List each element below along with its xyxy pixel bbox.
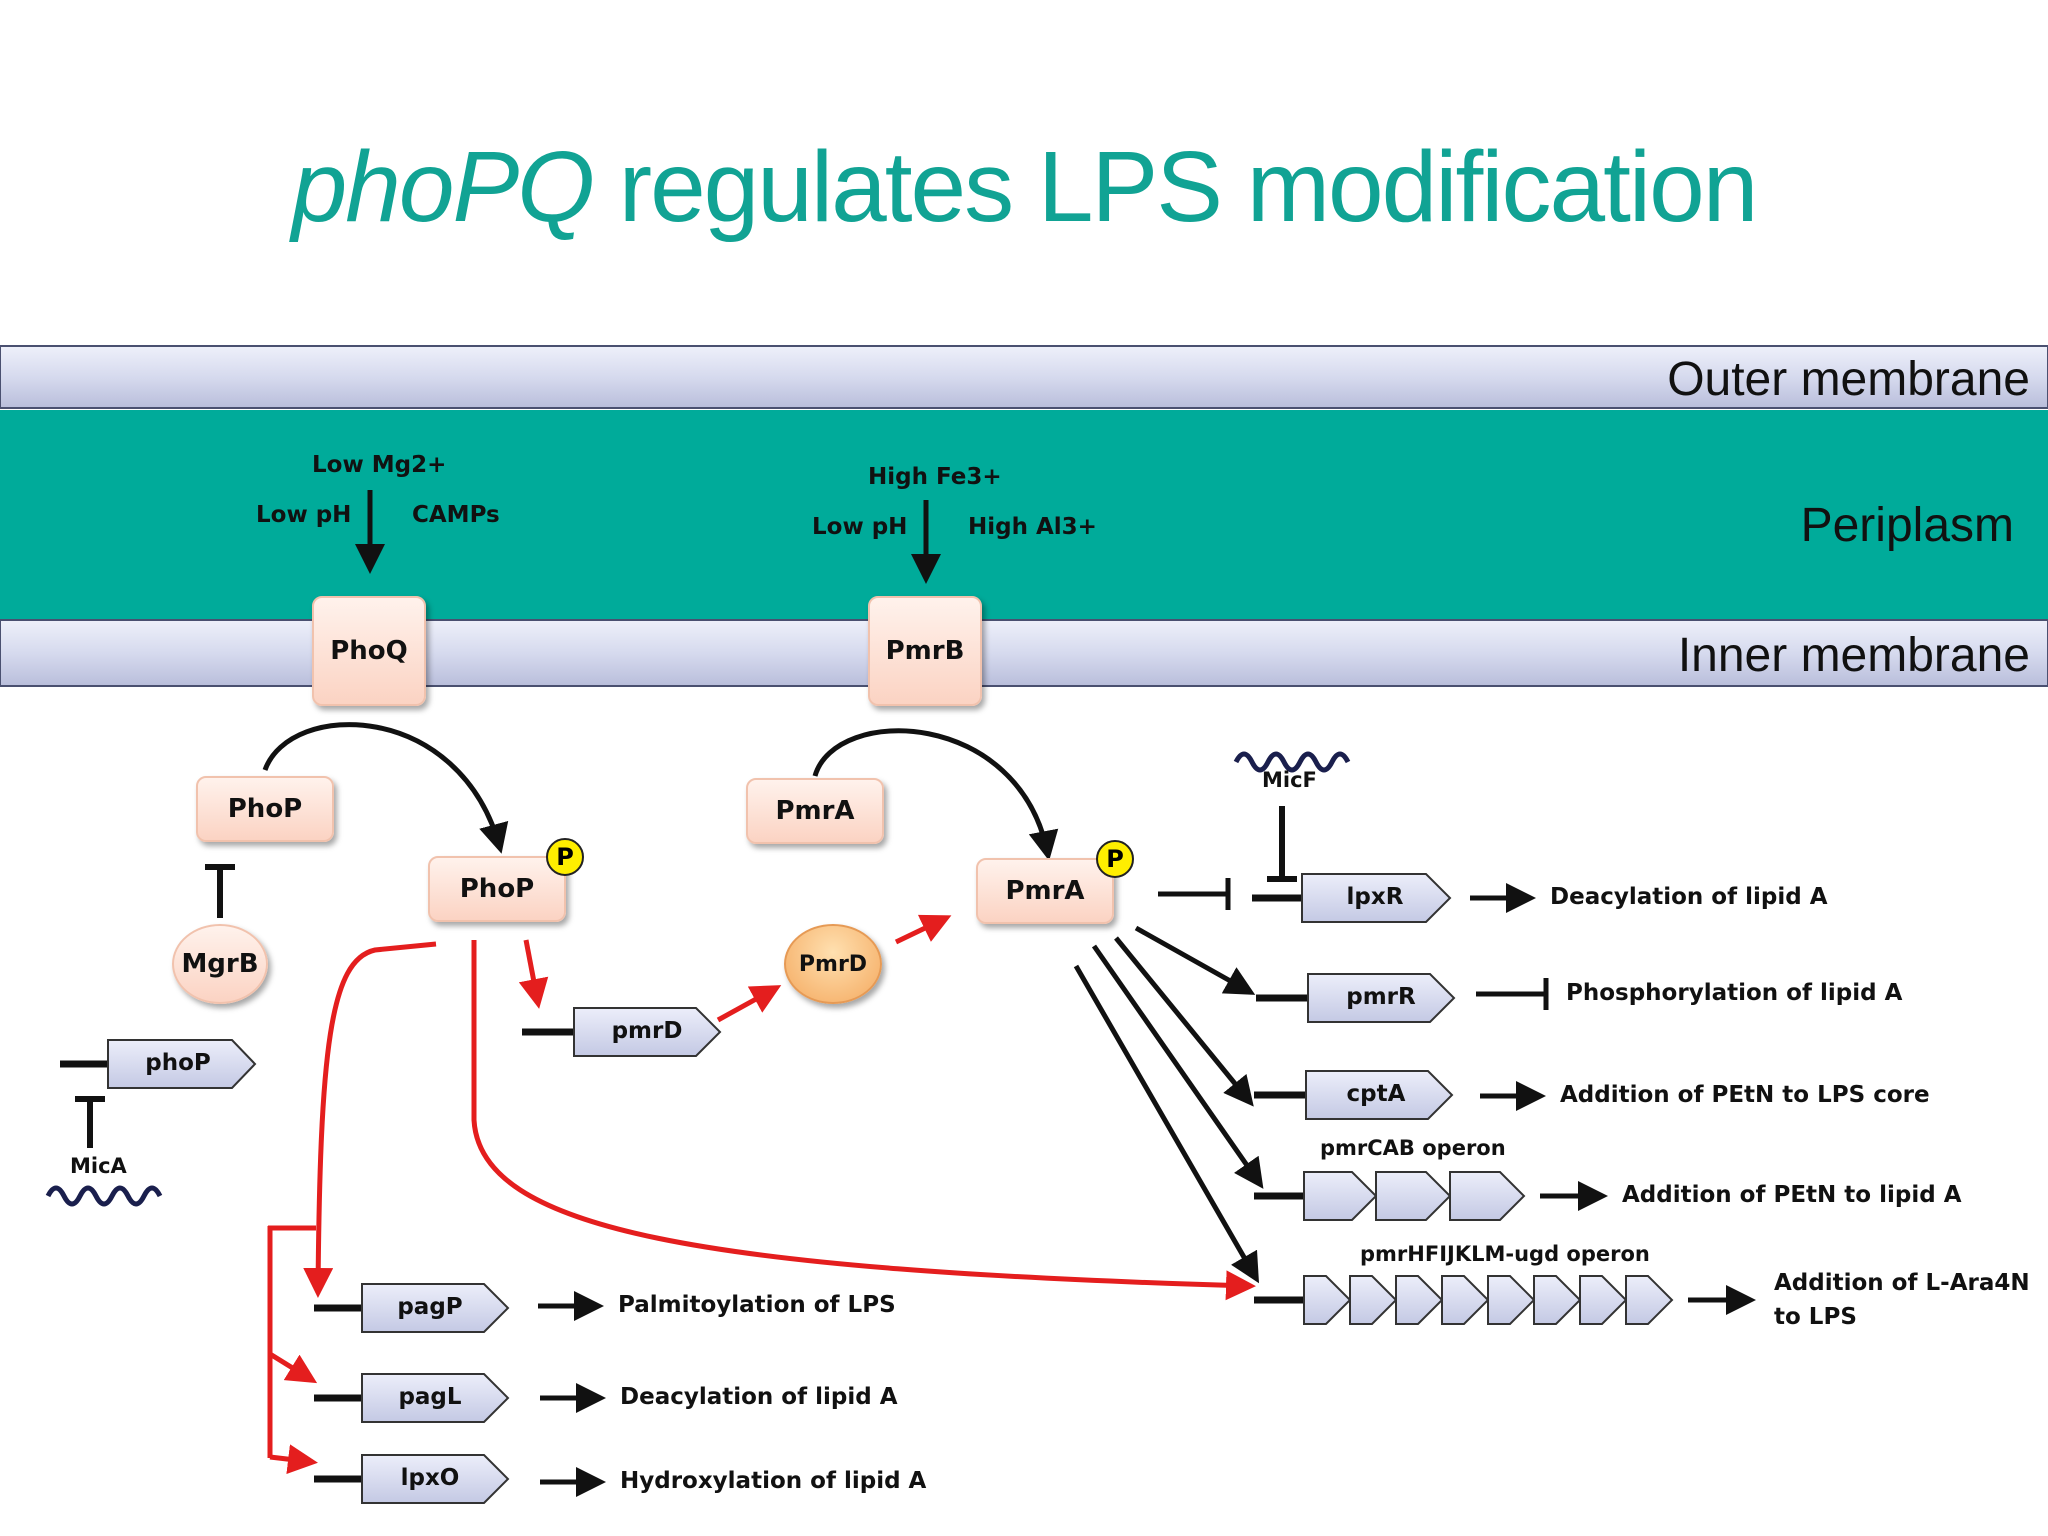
lpxr-gene-shape	[1301, 873, 1452, 923]
pmrr-outcome-label: Phosphorylation of lipid A	[1566, 980, 1903, 1006]
phop-gene-shape	[107, 1039, 257, 1089]
lpxr-gene-label: lpxR	[1346, 884, 1404, 910]
pagl-outcome-label: Deacylation of lipid A	[620, 1384, 898, 1410]
pmrd-to-pmra-arrow	[894, 914, 952, 945]
pmra-node: PmrA	[746, 778, 884, 844]
pmra-to-pmrcab-arrow	[1091, 944, 1264, 1189]
pmrr-gene-shape	[1307, 973, 1456, 1023]
pagl-gene-shape	[361, 1373, 510, 1423]
cpta-outcome-label: Addition of PEtN to LPS core	[1560, 1082, 1930, 1108]
phoq-phosphorylation-arrow	[262, 722, 509, 854]
pmrb-node: PmrB	[868, 596, 982, 706]
phop-gene-label: phoP	[145, 1050, 211, 1076]
pmra-to-pmrr-arrow	[1134, 925, 1256, 995]
page-title: phoPQ regulates LPS modification	[0, 130, 2048, 245]
pmra-to-cpta-arrow	[1114, 936, 1254, 1107]
outer-membrane-label: Outer membrane	[1667, 353, 2030, 406]
mgrb-node: MgrB	[172, 924, 268, 1004]
pmrhfijklm-segment	[1487, 1275, 1536, 1325]
lpxo-outcome-label: Hydroxylation of lipid A	[620, 1468, 927, 1494]
pmra-to-pmrhfijklm-arrow	[1073, 964, 1259, 1284]
pmrhfijklm-outcome-line1: Addition of L-Ara4N	[1774, 1270, 2030, 1296]
cpta-gene-label: cptA	[1346, 1081, 1406, 1107]
pmrb-phosphorylation-arrow	[812, 728, 1059, 861]
title-rest: regulates LPS modification	[592, 131, 1759, 243]
pmra-phosphorylated-node: PmrA	[976, 858, 1114, 924]
pmrcab-segment	[1449, 1171, 1526, 1221]
phop-to-pag-branch	[303, 941, 437, 1298]
pmra-phospho-badge: P	[1096, 840, 1134, 878]
title-italic: phoPQ	[291, 131, 595, 243]
phoq-signal-top: Low Mg2+	[312, 452, 447, 478]
lpxo-gene-label: lpxO	[400, 1465, 460, 1491]
pmrhfijklm-segment	[1303, 1275, 1352, 1325]
phop-phosphorylated-node: PhoP	[428, 856, 566, 922]
pmrcab-outcome-label: Addition of PEtN to lipid A	[1622, 1182, 1962, 1208]
micf-rna-wave	[1233, 751, 1351, 773]
phoq-node: PhoQ	[312, 596, 426, 706]
pmrhfijklm-segment	[1441, 1275, 1490, 1325]
periplasm-label: Periplasm	[1800, 499, 2014, 552]
pmrhfijklm-segment	[1533, 1275, 1582, 1325]
pmrhfijklm-segment	[1625, 1275, 1674, 1325]
pmrb-signal-left: Low pH	[812, 514, 908, 540]
pagp-outcome-label: Palmitoylation of LPS	[618, 1292, 896, 1318]
pmrcab-segment	[1303, 1171, 1378, 1221]
to-lpxo-arrow	[269, 1444, 318, 1475]
phoq-signal-right: CAMPs	[412, 502, 500, 528]
lpxo-gene-shape	[361, 1454, 510, 1504]
phop-to-pmrhfijklm-arrow	[471, 940, 1256, 1301]
pmrhfijklm-operon-label: pmrHFIJKLM-ugd operon	[1360, 1242, 1650, 1266]
pmrd-gene-label: pmrD	[611, 1018, 683, 1044]
phop-phospho-badge: P	[546, 838, 584, 876]
pmrhfijklm-segment	[1579, 1275, 1628, 1325]
to-pagl-arrow	[268, 1351, 318, 1384]
phop-to-pmrd-arrow	[518, 939, 549, 1009]
mica-rna-wave	[45, 1185, 163, 1207]
cpta-gene-shape	[1305, 1070, 1454, 1120]
periplasm-band	[0, 410, 2048, 620]
pmrcab-operon-label: pmrCAB operon	[1320, 1136, 1506, 1160]
pmrr-gene-label: pmrR	[1346, 984, 1416, 1010]
outer-membrane-band	[0, 345, 2048, 409]
pmrd-protein-node: PmrD	[784, 924, 882, 1004]
inner-membrane-label: Inner membrane	[1677, 629, 2030, 682]
phop-node: PhoP	[196, 776, 334, 842]
pmrb-signal-right: High Al3+	[968, 514, 1097, 540]
micf-label: MicF	[1262, 768, 1317, 792]
pmrhfijklm-segment	[1349, 1275, 1398, 1325]
pagl-gene-label: pagL	[398, 1384, 462, 1410]
pmrb-signal-top: High Fe3+	[868, 464, 1002, 490]
lpxr-outcome-label: Deacylation of lipid A	[1550, 884, 1828, 910]
pagp-gene-shape	[361, 1283, 510, 1333]
pmrhfijklm-segment	[1395, 1275, 1444, 1325]
pagp-gene-label: pagP	[397, 1294, 463, 1320]
phoq-signal-left: Low pH	[256, 502, 352, 528]
mica-label: MicA	[70, 1154, 127, 1178]
pmrcab-segment	[1375, 1171, 1452, 1221]
pmrd-gene-shape	[573, 1007, 722, 1057]
pmrd-gene-to-protein-arrow	[716, 985, 782, 1023]
pmrhfijklm-outcome-line2: to LPS	[1774, 1304, 1857, 1330]
